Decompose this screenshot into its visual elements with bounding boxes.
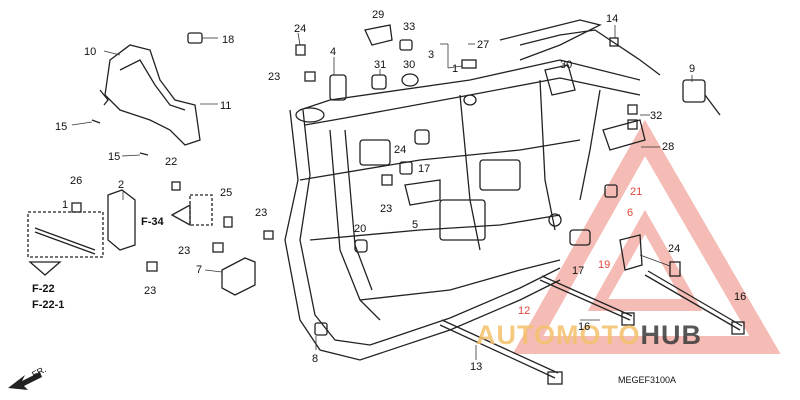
- callout-16b: 16: [734, 291, 746, 303]
- callout-19: 19: [598, 259, 610, 271]
- watermark-brand: AUTOMOTOHUB: [476, 320, 702, 350]
- ref-f22: F-22: [32, 283, 55, 295]
- callout-18: 18: [222, 34, 234, 46]
- callout-26: 26: [70, 175, 82, 187]
- watermark-logo: [512, 119, 781, 354]
- callout-14: 14: [606, 13, 618, 25]
- callout-23b: 23: [255, 207, 267, 219]
- callout-31: 31: [374, 59, 386, 71]
- callout-23e: 23: [380, 203, 392, 215]
- ref-f34: F-34: [141, 216, 165, 228]
- callout-24b: 24: [394, 144, 406, 156]
- callout-17b: 17: [572, 265, 584, 277]
- callout-7: 7: [196, 264, 202, 276]
- callout-24a: 24: [294, 23, 306, 35]
- callout-29: 29: [372, 9, 384, 21]
- watermark-brand-part2: HUB: [641, 320, 703, 350]
- long-bolts: [439, 270, 745, 385]
- callout-27: 27: [477, 39, 489, 51]
- callout-9: 9: [689, 63, 695, 75]
- callout-12: 12: [518, 305, 530, 317]
- callout-11: 11: [220, 100, 231, 112]
- front-direction-arrow: FR.: [8, 364, 48, 390]
- lower-left-bracket: [170, 181, 328, 336]
- leader-lines: [71, 25, 693, 360]
- left-bracket-assembly: [27, 189, 158, 276]
- callout-25: 25: [220, 187, 232, 199]
- direction-label: FR.: [30, 364, 47, 380]
- callout-23a: 23: [144, 285, 156, 297]
- callout-33: 33: [403, 21, 415, 33]
- callout-17a: 17: [418, 163, 430, 175]
- side-cover-assembly: [91, 32, 203, 156]
- callout-32: 32: [650, 110, 662, 122]
- callout-22: 22: [165, 156, 177, 168]
- watermark-brand-part1: AUTOMOTO: [476, 320, 641, 350]
- callout-10: 10: [84, 46, 96, 58]
- callout-numbers: 10 11 15 15 18 22 26 2 1 23 25 23 23 7 8…: [55, 9, 746, 373]
- top-center-parts: [329, 24, 576, 101]
- callout-5: 5: [412, 219, 418, 231]
- diagram-code: MEGEF3100A: [618, 375, 676, 385]
- callout-13: 13: [470, 361, 482, 373]
- callout-16a: 16: [578, 321, 590, 333]
- callout-30b: 30: [560, 59, 572, 71]
- callout-1-small: 1: [452, 63, 458, 75]
- callout-6: 6: [627, 207, 633, 219]
- callout-20: 20: [354, 223, 366, 235]
- callout-2: 2: [118, 179, 124, 191]
- callout-15a: 15: [55, 121, 67, 133]
- callout-23d: 23: [268, 71, 280, 83]
- right-side-parts: [569, 37, 721, 277]
- callout-24c: 24: [668, 243, 680, 255]
- callout-1: 1: [62, 199, 68, 211]
- callout-4: 4: [330, 46, 336, 58]
- callout-23c: 23: [178, 245, 190, 257]
- main-frame: [284, 19, 661, 361]
- callout-3: 3: [428, 49, 434, 61]
- ref-f22-1: F-22-1: [32, 299, 64, 311]
- callout-8: 8: [312, 353, 318, 365]
- callout-30a: 30: [403, 59, 415, 71]
- callout-21: 21: [630, 186, 642, 198]
- callout-28: 28: [662, 141, 674, 153]
- callout-15b: 15: [108, 151, 120, 163]
- fasteners: [295, 44, 638, 253]
